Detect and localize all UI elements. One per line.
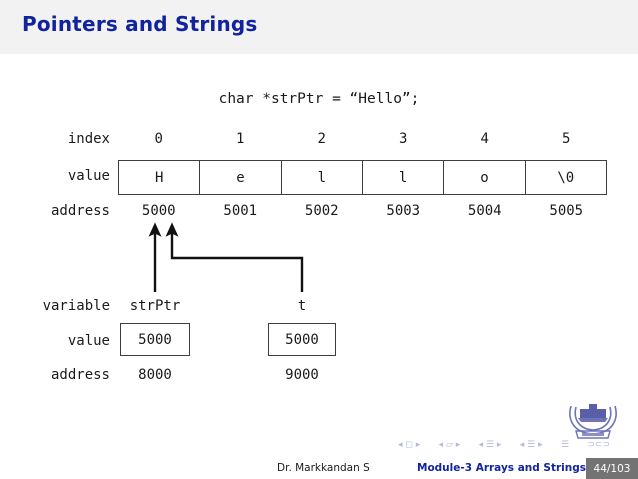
array-index-cell: 1 <box>236 131 245 147</box>
array-address-cell: 5005 <box>549 203 584 219</box>
page-title: Pointers and Strings <box>22 12 258 36</box>
variable-name-t: t <box>297 298 307 314</box>
array-value-cell: o <box>444 161 526 194</box>
array-index-cell: 4 <box>480 131 489 147</box>
array-value-cell: e <box>200 161 282 194</box>
array-value-row: H e l l o \0 <box>118 160 607 195</box>
institution-logo-icon <box>569 404 617 439</box>
nav-prev-subsection-icon[interactable]: ◂ ☰ ▸ <box>478 439 502 450</box>
variable-name-strptr: strPtr <box>129 298 181 314</box>
title-bar <box>0 0 638 54</box>
array-address-label: address <box>50 203 110 219</box>
array-index-cell: 2 <box>317 131 326 147</box>
array-address-cell: 5000 <box>141 203 176 219</box>
variable-value-box-strptr: 5000 <box>120 323 190 356</box>
array-value-cell: \0 <box>557 169 575 186</box>
array-value-cell: l <box>363 161 445 194</box>
array-value-label: value <box>67 168 110 184</box>
array-index-row: 0 1 2 3 4 5 <box>118 131 607 151</box>
array-address-cell: 5003 <box>386 203 421 219</box>
array-address-row: 5000 5001 5002 5003 5004 5005 <box>118 203 607 223</box>
array-index-cell: 0 <box>154 131 163 147</box>
nav-prev-section-icon[interactable]: ◂ ☰ ▸ <box>519 439 543 450</box>
code-line: char *strPtr = “Hello”; <box>218 91 420 107</box>
variable-address-t: 9000 <box>285 367 319 383</box>
array-value-cell: l <box>282 161 363 194</box>
variable-value-label: value <box>67 333 110 349</box>
variable-value-box-t: 5000 <box>268 323 336 356</box>
array-value-cell: H <box>119 161 201 194</box>
array-address-cell: 5004 <box>467 203 502 219</box>
array-address-cell: 5001 <box>223 203 258 219</box>
array-address-cell: 5002 <box>304 203 339 219</box>
array-index-label: index <box>67 131 110 147</box>
variable-address-strptr: 8000 <box>138 367 172 383</box>
beamer-navigation-symbols[interactable]: ◂ ◻ ▸ ◂ ▱ ▸ ◂ ☰ ▸ ◂ ☰ ▸ ☰ ⊃⊂⊃ <box>398 437 610 452</box>
footer-page-number: 44/103 <box>586 458 638 479</box>
nav-prev-frame-icon[interactable]: ◂ ▱ ▸ <box>438 439 461 450</box>
footer-section: Module-3 Arrays and Strings <box>417 462 587 474</box>
variable-address-label: address <box>50 367 110 383</box>
array-index-cell: 5 <box>562 131 571 147</box>
array-index-cell: 3 <box>399 131 408 147</box>
nav-back-forward-icon[interactable]: ⊃⊂⊃ <box>587 439 610 450</box>
variable-label: variable <box>42 298 110 314</box>
footer-author: Dr. Markkandan S <box>277 462 370 474</box>
arrow-t <box>165 222 304 292</box>
nav-doc-icon[interactable]: ☰ <box>560 439 570 450</box>
nav-first-slide-icon[interactable]: ◂ ◻ ▸ <box>398 439 421 450</box>
